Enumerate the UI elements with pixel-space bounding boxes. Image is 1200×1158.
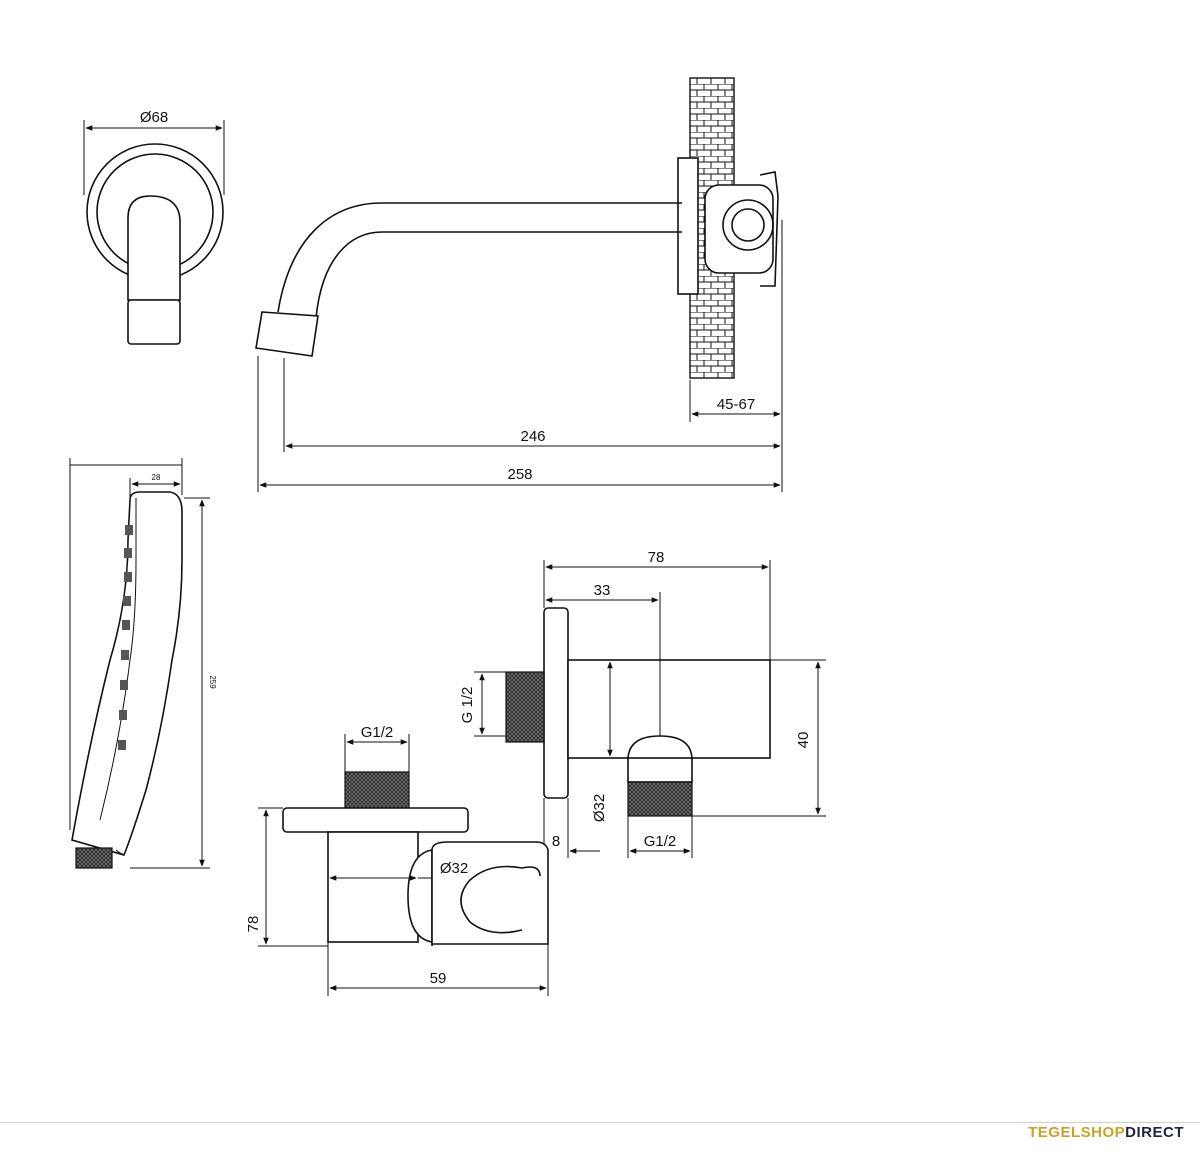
dim-label-spout-length-inner: 246 bbox=[520, 428, 545, 445]
dim-outlet-thread-side: G 1/2 bbox=[459, 671, 506, 737]
dim-label-holder-height: 78 bbox=[245, 916, 262, 933]
dim-label-wall-depth: 45-67 bbox=[717, 396, 755, 413]
dim-handshower-width: 28 bbox=[70, 458, 183, 498]
shower-holder bbox=[282, 771, 549, 946]
dim-label-handshower-width: 28 bbox=[152, 473, 161, 482]
dim-outlet-center: 33 bbox=[545, 582, 661, 736]
dim-label-holder-thread-top: G1/2 bbox=[361, 724, 394, 741]
spout-front-view bbox=[86, 143, 224, 345]
dim-outlet-width: 78 bbox=[543, 549, 771, 660]
spray-nozzles bbox=[118, 525, 133, 750]
dim-holder-diameter: Ø32 bbox=[329, 860, 468, 881]
handshower bbox=[69, 458, 183, 869]
dim-holder-width: 59 bbox=[327, 942, 549, 996]
dim-label-outlet-center: 33 bbox=[594, 582, 611, 599]
dim-label-outlet-width: 78 bbox=[648, 549, 665, 566]
dim-spout-length-inner: 246 bbox=[285, 428, 781, 449]
dim-holder-thread-top: G1/2 bbox=[344, 724, 410, 772]
dim-label-outlet-flange: 8 bbox=[552, 833, 560, 850]
dim-holder-height: 78 bbox=[245, 807, 328, 947]
spout-side-view bbox=[255, 171, 783, 492]
footer-divider bbox=[0, 1122, 1200, 1123]
dim-spout-length-total: 258 bbox=[259, 466, 781, 488]
dim-label-outlet-thread-side: G 1/2 bbox=[459, 687, 476, 724]
brand-logo: TEGELSHOPDIRECT bbox=[1028, 1124, 1184, 1141]
wall-outlet bbox=[505, 607, 771, 817]
dim-label-outlet-height: 40 bbox=[795, 732, 812, 749]
dim-label-handshower-length: 259 bbox=[208, 675, 217, 689]
dim-wall-depth: 45-67 bbox=[691, 396, 781, 417]
dim-outlet-height: 40 bbox=[692, 659, 826, 817]
brand-logo-part1: TEGELSHOP bbox=[1028, 1124, 1126, 1141]
dim-handshower-length: 259 bbox=[130, 497, 217, 869]
dim-label-outlet-thread-bottom: G1/2 bbox=[644, 833, 677, 850]
brand-logo-part2: DIRECT bbox=[1125, 1124, 1184, 1141]
dim-label-holder-diameter: Ø32 bbox=[440, 860, 468, 877]
dim-label-spout-diameter: Ø68 bbox=[140, 109, 168, 126]
dim-label-spout-length-total: 258 bbox=[507, 466, 532, 483]
dim-label-outlet-diameter: Ø32 bbox=[591, 794, 608, 822]
dim-outlet-thread-bottom: G1/2 bbox=[627, 816, 693, 858]
dim-spout-diameter: Ø68 bbox=[83, 109, 225, 195]
dim-label-holder-width: 59 bbox=[430, 970, 447, 987]
dim-outlet-diameter: Ø32 bbox=[591, 661, 613, 822]
